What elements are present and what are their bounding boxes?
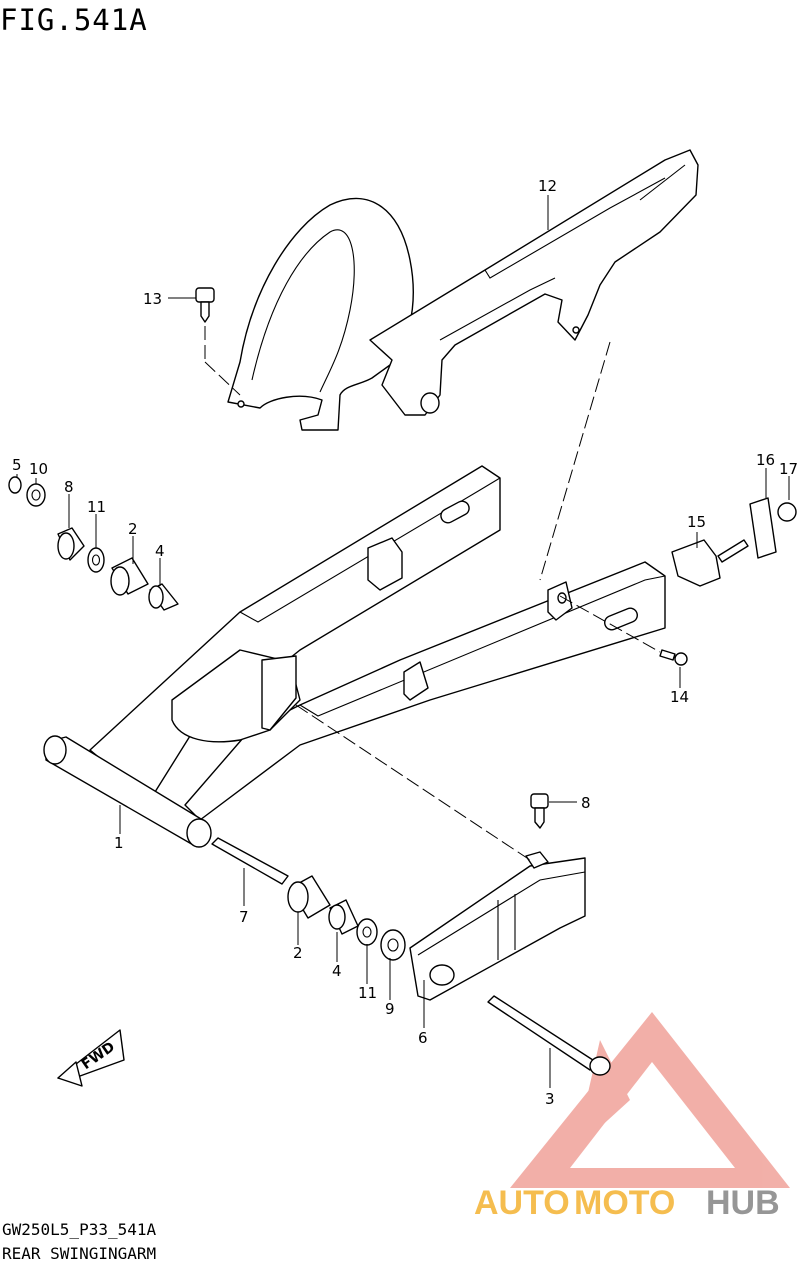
chain-adjuster-parts (671, 497, 797, 587)
watermark-auto: AUTO (474, 1184, 570, 1222)
pivot-parts-right (211, 837, 406, 961)
fender-hole (237, 400, 245, 408)
chain-guard-hole (572, 326, 580, 334)
logo-triangle-fold (575, 1040, 630, 1150)
chain-guard-boss (420, 392, 440, 414)
figure-name: REAR SWINGINGARM (2, 1244, 157, 1263)
bearing-2-right-face (287, 881, 309, 913)
fender-inner-contour (251, 229, 355, 393)
callout-14: 14 (670, 688, 689, 706)
chain-buffer-tab (525, 851, 549, 869)
chain-buffer-edge (417, 871, 586, 956)
nut-part-17 (777, 502, 797, 522)
nut-part-9 (8, 476, 22, 494)
logo-triangle-inner (570, 1062, 735, 1168)
chain-guard-rib (484, 177, 666, 279)
adjuster-plate-part-16 (749, 497, 777, 559)
bearing-2-face (110, 566, 130, 596)
swingarm-right-arm-edge (299, 575, 666, 717)
callout-3: 3 (545, 1090, 555, 1108)
sleeve-4-right-face (328, 904, 346, 930)
bolt-part-3 (487, 995, 611, 1076)
chain-guard-slot (439, 277, 556, 341)
callout-11-left: 11 (87, 498, 106, 516)
pivot-bolt-head (589, 1056, 611, 1076)
rear-fender-body (227, 197, 414, 431)
washer-part-10 (26, 483, 46, 507)
callout-12: 12 (538, 177, 557, 195)
chain-case-part-12 (227, 149, 699, 431)
washer-part-11-left (87, 547, 105, 573)
bolt-14-head (674, 652, 688, 666)
callout-5-left: 8 (64, 478, 74, 496)
bolt-part-14 (659, 649, 688, 666)
callout-4-right: 4 (332, 962, 342, 980)
chain-guard-body (369, 149, 699, 416)
watermark-moto: MOTO (574, 1184, 675, 1222)
adjuster-part-15 (671, 539, 721, 587)
callout-2-left: 2 (128, 520, 138, 538)
bolt-part-8 (530, 793, 549, 829)
sleeve-4-face (148, 585, 164, 609)
callout-1: 1 (114, 834, 124, 852)
bolt-13-shank (200, 301, 210, 323)
bolt-14-shank (659, 649, 676, 661)
swingarm-left-arm (89, 465, 501, 801)
spacer-part-5-right (380, 929, 406, 961)
watermark-hub: HUB (706, 1184, 780, 1222)
callout-11-right: 11 (358, 984, 377, 1002)
chain-buffer-part-6 (409, 851, 586, 1001)
pivot-parts-left (8, 476, 179, 611)
callout-13: 13 (143, 290, 162, 308)
chain-guard-edge (639, 164, 686, 201)
swingarm-part-1 (43, 465, 666, 848)
washer-part-11-right (356, 918, 378, 946)
callout-8: 8 (581, 794, 591, 812)
brake-hose-clip (403, 661, 429, 701)
pivot-tube-left-end (43, 735, 67, 765)
chain-buffer-ribs (497, 894, 516, 960)
swingarm-left-slot (440, 500, 470, 524)
callout-6: 6 (418, 1029, 428, 1047)
guard-mount-hole (557, 592, 567, 604)
callout-2-right: 2 (293, 944, 303, 962)
bolt-8-shank (534, 807, 545, 829)
chain-buffer-hole (429, 964, 455, 986)
pivot-shaft-part-7 (211, 837, 289, 885)
watermark-logo (510, 1012, 790, 1188)
callout-10: 10 (29, 460, 48, 478)
callout-15: 15 (687, 513, 706, 531)
bolt-8-head (530, 793, 549, 809)
pivot-bolt-shaft (487, 995, 597, 1071)
forward-direction-badge (57, 1029, 125, 1087)
leader-lines (16, 195, 790, 1088)
figure-code: GW250L5_P33_541A (2, 1220, 157, 1239)
callout-9: 5 (12, 456, 22, 474)
fwd-arrow-head (57, 1061, 83, 1087)
callout-7: 7 (239, 908, 249, 926)
bolt-part-13 (195, 287, 215, 323)
watermark-text: AUTO MOTO HUB (474, 1184, 780, 1222)
callout-17: 17 (779, 460, 798, 478)
callout-5-right: 9 (385, 1000, 395, 1018)
swingarm-right-slot (604, 607, 638, 631)
upper-bracket (367, 537, 403, 591)
shock-bracket (261, 655, 297, 731)
adjuster-15-bolt (717, 539, 749, 563)
bolt-13-head (195, 287, 215, 303)
callout-labels: 5 10 8 11 2 4 12 13 14 15 16 17 1 7 2 4 … (12, 177, 798, 1108)
callout-16: 16 (756, 451, 775, 469)
figure-title: FIG.541A (0, 3, 148, 37)
callout-4-left: 4 (155, 542, 165, 560)
pivot-tube-right-end (186, 818, 212, 848)
spacer-5-face (57, 532, 75, 560)
